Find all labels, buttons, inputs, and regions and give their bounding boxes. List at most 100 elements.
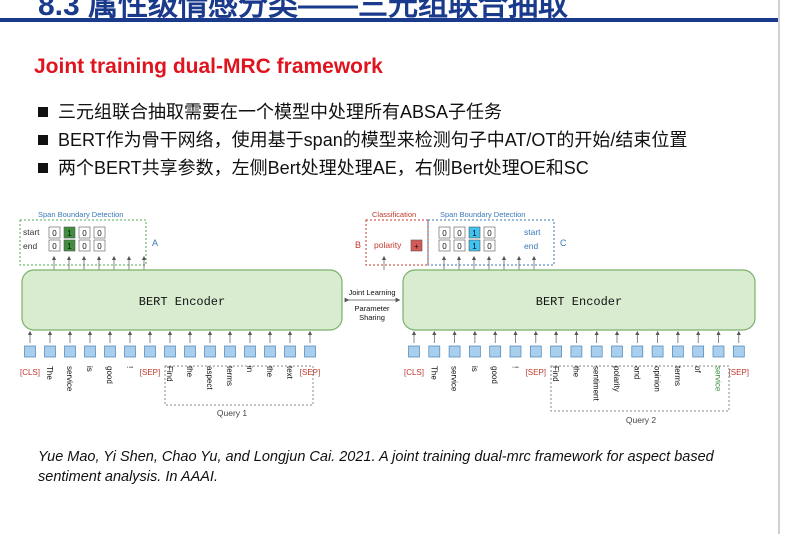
right-token-label: service [450,366,459,392]
left-token-box [184,345,196,358]
query-2-label: Query 2 [626,415,657,425]
right-token-label: good [490,366,499,384]
left-token-label: ! [125,366,134,368]
left-end-cell [48,239,61,252]
left-token-box [264,345,276,358]
right-token-label: is [470,366,479,372]
right-token-box [732,345,745,358]
right-start-cell [483,226,496,239]
right-start-value: 0 [442,229,447,238]
polarity-cell [410,239,423,252]
query-2-box [550,365,730,412]
left-token-label: [SEP] [300,368,320,377]
right-token-box [509,345,522,358]
right-end-value: 0 [442,242,447,251]
left-token-label: aspect [205,366,214,390]
left-end-cell [78,239,91,252]
left-token-box [144,345,156,358]
left-start-value: 0 [97,229,102,238]
left-end-value: 0 [82,242,87,251]
dual-mrc-diagram: Span Boundary Detection start end 0 1 0 0 0 1… [19,210,756,425]
left-token-label: the [265,366,274,378]
right-token-label: and [632,366,641,379]
left-start-value: 0 [52,229,57,238]
right-token-label: [SEP] [526,368,546,377]
right-token-label: of [693,366,702,373]
marker-b: B [355,240,361,250]
slide-edge-line [778,0,780,534]
right-start-value: 0 [457,229,462,238]
left-token-label: good [105,366,114,384]
classification-box [365,219,429,266]
right-token-box [692,345,705,358]
query-1-label: Query 1 [217,408,248,418]
sharing-label: Sharing [359,313,385,322]
bullet-item-1: 三元组联合抽取需要在一个模型中处理所有ABSA子任务 [38,98,502,124]
right-span-title: Span Boundary Detection [440,210,525,219]
right-token-label: [SEP] [729,368,749,377]
polarity-label: polarity [374,240,402,250]
right-start-value: 0 [487,229,492,238]
left-start-value: 1 [67,229,72,238]
left-start-label: start [23,227,40,237]
bullet-text-2: BERT作为骨干网络，使用基于span的模型来检测句子中AT/OT的开始/结束位… [58,130,688,150]
right-end-value: 0 [457,242,462,251]
title-underline [0,18,778,22]
right-start-label: start [524,227,541,237]
right-token-box [611,345,623,358]
right-token-box [712,345,725,358]
right-token-label: the [571,366,580,378]
classification-title: Classification [372,210,416,219]
left-token-label: Find [165,366,174,382]
left-start-cell [93,226,106,239]
right-token-label: The [429,366,438,380]
left-end-cell [93,239,106,252]
right-token-box [428,345,441,358]
right-token-box [570,345,583,358]
left-token-box [84,345,96,358]
right-end-value: 0 [487,242,492,251]
left-end-value: 0 [97,242,102,251]
right-end-cell [483,239,496,252]
right-end-label: end [524,241,538,251]
right-token-label: terms [673,366,682,386]
joint-learning-label: Joint Learning [348,288,395,297]
left-token-label: in [245,366,254,372]
right-token-label: Find [551,366,560,382]
right-start-cell [453,226,466,239]
right-token-box [489,345,502,358]
left-token-box [164,345,176,358]
right-end-cell [453,239,466,252]
left-token-label: terms [225,366,234,386]
right-bert-encoder [402,269,756,331]
parameter-label: Parameter [354,304,390,313]
right-token-box [631,345,644,358]
left-token-box [124,345,136,358]
right-token-label: ! [511,366,520,368]
marker-a: A [152,238,158,248]
query-1-box [164,365,314,406]
left-token-label: The [45,366,54,380]
right-end-cell [468,239,481,252]
left-token-box [284,345,296,358]
square-bullet-icon [38,107,48,117]
right-token-label: opinion [653,366,662,392]
left-token-box [104,345,116,358]
left-end-cell [63,239,76,252]
left-token-box [24,345,36,358]
left-span-title: Span Boundary Detection [38,210,123,219]
left-end-value: 0 [52,242,57,251]
right-span-box [427,219,555,266]
right-token-label: [CLS] [404,368,424,377]
bullet-text-3: 两个BERT共享参数，左侧Bert处理处理AE，右侧Bert处理OE和SC [58,158,589,178]
right-end-cell [438,239,451,252]
left-span-box [19,219,147,266]
output-arrows [51,255,537,270]
left-start-cell [48,226,61,239]
right-token-box [550,345,562,358]
right-start-value: 1 [472,229,477,238]
left-token-label: service [65,366,74,392]
